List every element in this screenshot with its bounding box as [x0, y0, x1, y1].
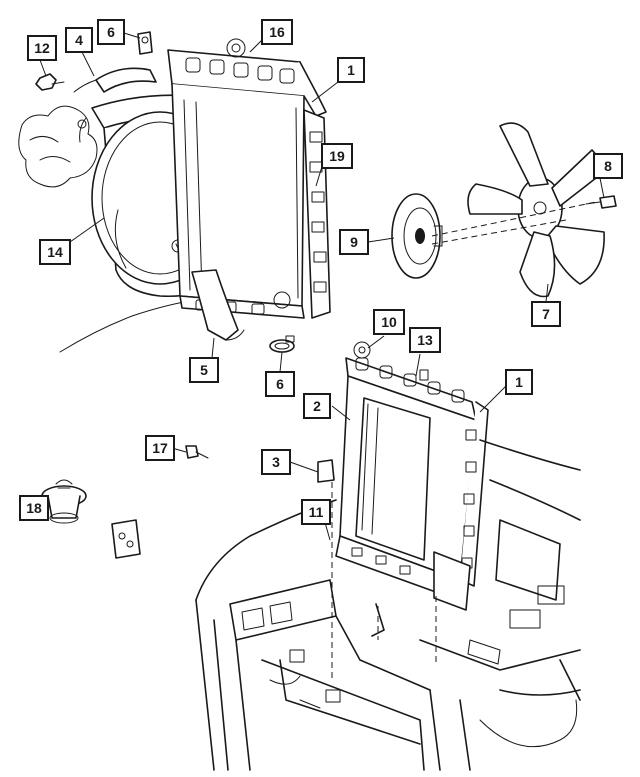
callout-label: 3 — [272, 454, 280, 470]
callout-label: 13 — [417, 332, 433, 348]
callout-6-upper: 6 — [97, 19, 125, 45]
lower-radiator — [335, 341, 489, 611]
callout-label: 9 — [350, 234, 358, 250]
callout-label: 10 — [381, 314, 397, 330]
hose-clamp-lower — [269, 335, 295, 353]
callout-label: 19 — [329, 148, 345, 164]
callout-label: 1 — [515, 374, 523, 390]
callout-label: 11 — [309, 504, 324, 520]
callout-10: 10 — [373, 309, 405, 335]
lower-bracket — [317, 459, 335, 483]
engine-outline — [18, 105, 197, 353]
fan-centerline — [431, 201, 597, 237]
leader-lines — [39, 32, 605, 541]
radiator-side-bracket — [303, 109, 331, 319]
callout-11: 11 — [301, 499, 331, 525]
vehicle-front-structure — [195, 439, 581, 771]
callout-5: 5 — [189, 357, 219, 383]
thermostat — [41, 479, 87, 524]
callout-label: 14 — [47, 244, 63, 260]
callout-3: 3 — [261, 449, 291, 475]
callout-label: 8 — [604, 158, 612, 174]
callout-label: 12 — [34, 40, 50, 56]
callout-2: 2 — [303, 393, 331, 419]
callout-4: 4 — [65, 27, 93, 53]
callout-17: 17 — [145, 435, 175, 461]
callout-label: 18 — [26, 500, 42, 516]
callout-16: 16 — [261, 19, 293, 45]
callout-1-upper: 1 — [337, 57, 365, 83]
callout-1-lower: 1 — [505, 369, 533, 395]
callout-label: 6 — [107, 24, 115, 40]
callout-label: 7 — [542, 306, 550, 322]
thermostat-gasket — [111, 519, 141, 559]
fan-centerline-lower — [431, 219, 567, 245]
callout-14: 14 — [39, 239, 71, 265]
callout-label: 4 — [75, 32, 83, 48]
hose-clamp-upper — [137, 31, 153, 55]
callout-19: 19 — [321, 143, 353, 169]
callout-13: 13 — [409, 327, 441, 353]
callout-label: 5 — [200, 362, 208, 378]
callout-6-lower: 6 — [265, 371, 295, 397]
callout-12: 12 — [27, 35, 57, 61]
upper-radiator-hose — [73, 67, 157, 93]
callout-label: 2 — [313, 398, 321, 414]
fan-bolts — [585, 195, 617, 209]
lower-radiator-hose — [191, 269, 245, 341]
thermostat-bolt — [185, 445, 209, 459]
callout-label: 17 — [152, 440, 168, 456]
callout-7: 7 — [531, 301, 561, 327]
callout-label: 1 — [347, 62, 355, 78]
shroud-bolt — [35, 73, 65, 91]
cooling-fan — [467, 122, 605, 298]
fan-clutch — [391, 193, 443, 279]
callout-8: 8 — [593, 153, 623, 179]
callout-label: 6 — [276, 376, 284, 392]
callout-label: 16 — [269, 24, 285, 40]
upper-radiator — [167, 38, 327, 319]
callout-18: 18 — [19, 495, 49, 521]
callout-9: 9 — [339, 229, 369, 255]
